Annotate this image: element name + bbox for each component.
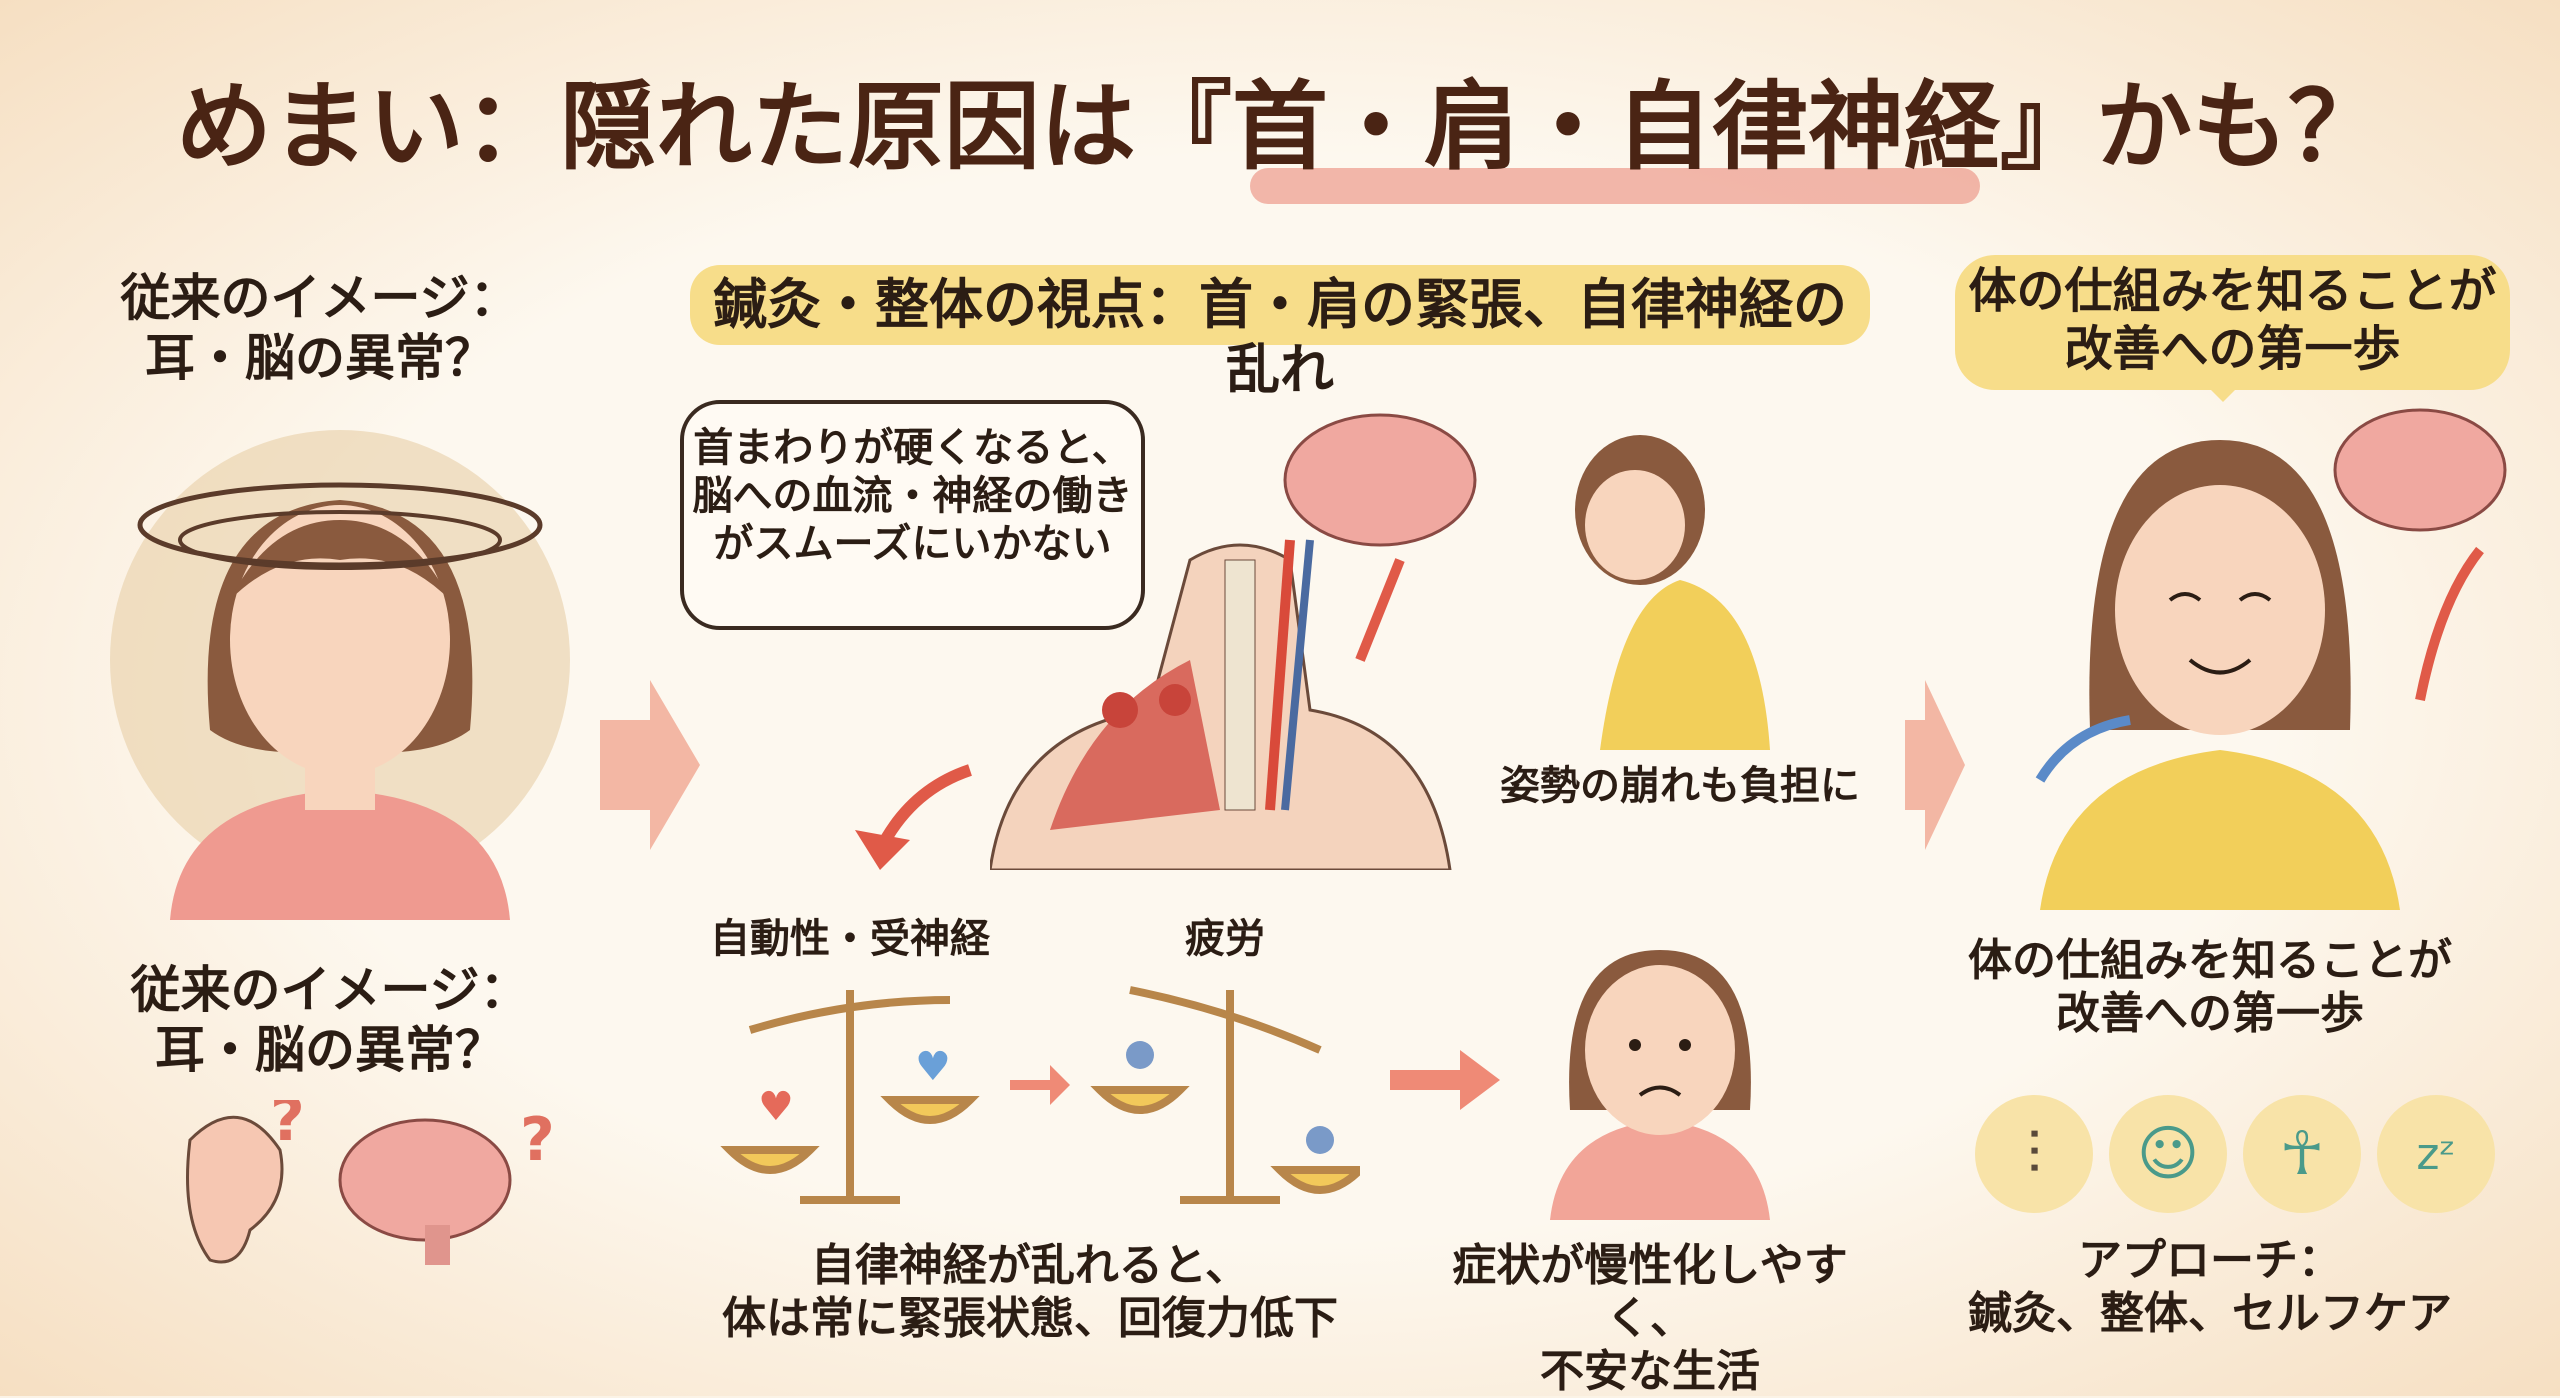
approach-line1: アプローチ：	[2078, 1235, 2342, 1286]
right-bubble-line1: 体の仕組みを知ることが	[1968, 263, 2497, 319]
ear-icon	[186, 1115, 284, 1264]
caption-autonomic-line1: 自律神経が乱れると、	[810, 1240, 1250, 1291]
scale-label-autonomic: 自動性・受神経	[710, 916, 990, 962]
brain-icon	[338, 1118, 512, 1242]
balanced-scale-icon	[720, 990, 980, 1204]
right-caption-line1: 体の仕組みを知ることが	[1968, 935, 2452, 986]
massage-icon: ☺	[2109, 1095, 2227, 1213]
left-bottom-line2: 耳・脳の異常？	[155, 1021, 505, 1079]
speech-bubble: 首まわりが硬くなると、 脳への血流・神経の働き がスムーズにいかない	[680, 400, 1145, 630]
left-bottom-heading: 従来のイメージ： 耳・脳の異常？	[100, 960, 560, 1080]
acupuncture-needles-icon: ⫶	[1975, 1095, 2093, 1213]
perspective-banner: 鍼灸・整体の視点：首・肩の緊張、自律神経の乱れ	[690, 265, 1870, 401]
posture-caption: 姿勢の崩れも負担に	[1500, 763, 1860, 809]
page-title: めまい：隠れた原因は『首・肩・自律神経』かも？	[176, 71, 2384, 183]
speech-line2: 脳への血流・神経の働き	[692, 473, 1133, 519]
svg-text:♥: ♥	[758, 1084, 794, 1130]
right-bubble-line2: 改善への第一歩	[2064, 320, 2401, 377]
scale-label-fatigue: 疲労	[1185, 916, 1265, 962]
arrow-right-icon	[1390, 1050, 1500, 1110]
dizzy-woman-illustration	[110, 430, 570, 920]
question-icon: ?	[520, 1105, 555, 1175]
unbalanced-scale-icon	[1090, 986, 1360, 1204]
speech-line1: 首まわりが硬くなると、	[693, 425, 1132, 471]
ear-brain-illustration: ? ?	[186, 1100, 555, 1265]
arrow-up-icon	[2035, 715, 2131, 783]
caption-chronic-line2: 不安な生活	[1540, 1345, 1760, 1397]
question-icon: ?	[270, 1100, 305, 1155]
svg-text:♥: ♥	[915, 1044, 951, 1090]
speech-line3: がスムーズにいかない	[713, 521, 1112, 567]
caption-autonomic: 自律神経が乱れると、 体は常に緊張状態、回復力低下	[690, 1240, 1370, 1346]
arrow-right-icon	[600, 680, 700, 850]
approach-line2: 鍼灸、整体、セルフケア	[1968, 1287, 2452, 1339]
neck-anatomy-illustration	[990, 413, 1477, 870]
caption-chronic: 症状が慢性化しやすく、 不安な生活	[1420, 1240, 1880, 1398]
left-heading: 従来のイメージ： 耳・脳の異常？	[90, 268, 550, 388]
happy-woman-illustration	[2035, 408, 2507, 910]
arrow-right-icon	[1010, 1065, 1070, 1105]
left-heading-line2: 耳・脳の異常？	[145, 329, 495, 387]
balance-scales-illustration: ♥♥	[720, 986, 1360, 1204]
arrow-right-icon	[1905, 680, 1965, 850]
arrow-up-icon	[1355, 558, 1405, 662]
stretching-icon: ☥	[2243, 1095, 2361, 1213]
brain-icon	[1283, 413, 1477, 547]
anxious-woman-illustration	[1550, 950, 1770, 1220]
caption-chronic-line1: 症状が慢性化しやすく、	[1452, 1240, 1848, 1344]
sleep-icon: zᶻ	[2377, 1095, 2495, 1213]
poor-posture-woman-illustration	[1575, 435, 1770, 750]
caption-autonomic-line2: 体は常に緊張状態、回復力低下	[722, 1292, 1338, 1344]
left-bottom-line1: 従来のイメージ：	[130, 961, 530, 1019]
approach-text: アプローチ： 鍼灸、整体、セルフケア	[1950, 1235, 2470, 1341]
right-caption-line2: 改善への第一歩	[2056, 987, 2364, 1039]
title-highlight	[1250, 168, 1980, 204]
right-caption: 体の仕組みを知ることが 改善への第一歩	[1950, 935, 2470, 1041]
right-bubble: 体の仕組みを知ることが 改善への第一歩	[1955, 255, 2510, 402]
arrow-down-left-icon	[855, 764, 972, 870]
arrow-up-icon	[2415, 546, 2484, 701]
brain-icon	[2333, 408, 2507, 532]
approach-icons: ⫶ ☺ ☥ zᶻ	[1975, 1095, 2495, 1215]
left-heading-line1: 従来のイメージ：	[120, 269, 520, 327]
